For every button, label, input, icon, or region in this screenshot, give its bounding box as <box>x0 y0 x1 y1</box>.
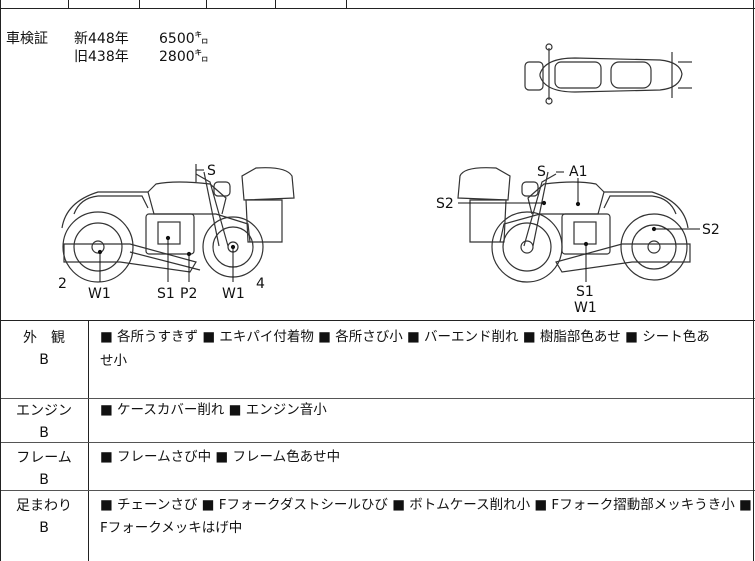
callout-lines <box>97 169 700 282</box>
grade-label: B <box>39 520 49 536</box>
callout-right-a1: A1 <box>569 164 588 180</box>
callout-left-p2: P2 <box>180 286 198 302</box>
sheet-border <box>753 0 754 561</box>
callout-right-s2-right: S2 <box>702 222 720 238</box>
callout-right-s1: S1 <box>576 284 594 300</box>
row-divider <box>0 8 755 9</box>
remarks-line: ■ フレームさび中 ■ フレーム色あせ中 <box>100 449 341 465</box>
registration-old-value: 2800㌔ <box>159 49 209 65</box>
category-label: 外 観 <box>23 330 65 346</box>
callout-left-4: 4 <box>256 276 265 292</box>
header-divider <box>68 0 69 8</box>
header-divider <box>275 0 276 8</box>
row-divider <box>0 490 755 491</box>
registration-label: 車検証 <box>6 31 48 47</box>
registration-new-era: 新448年 <box>74 31 129 47</box>
header-divider <box>346 0 347 8</box>
callout-right-w1: W1 <box>574 300 597 316</box>
grade-label: B <box>39 352 49 368</box>
registration-old-era: 旧438年 <box>74 49 129 65</box>
registration-new-value: 6500㌔ <box>159 31 209 47</box>
category-label: フレーム <box>16 450 72 466</box>
callout-left-w1b: W1 <box>222 286 245 302</box>
callout-left-s1: S1 <box>157 286 175 302</box>
category-label: 足まわり <box>16 498 72 514</box>
callout-left-2: 2 <box>58 276 67 292</box>
right-side-motorcycle-icon <box>457 167 691 283</box>
callout-right-s2-left: S2 <box>436 196 454 212</box>
header-divider <box>139 0 140 8</box>
header-divider <box>206 0 207 8</box>
remarks-line: ■ ケースカバー削れ ■ エンジン音小 <box>100 402 327 418</box>
remarks-line: ■ 各所うすきず ■ エキパイ付着物 ■ 各所さび小 ■ バーエンド削れ ■ 樹… <box>100 329 710 345</box>
remarks-line: Fフォークメッキはげ中 <box>100 520 243 536</box>
top-view-motorcycle-icon <box>524 43 692 105</box>
remarks-line: せ小 <box>100 353 127 369</box>
sheet-border <box>0 0 1 561</box>
row-divider <box>0 442 755 443</box>
grade-label: B <box>39 472 49 488</box>
callout-left-s: S <box>207 163 216 179</box>
callout-right-s: S <box>537 164 546 180</box>
row-divider <box>0 320 755 321</box>
left-side-motorcycle-icon <box>61 164 295 283</box>
category-label: エンジン <box>16 403 72 419</box>
grade-label: B <box>39 425 49 441</box>
row-divider <box>0 398 755 399</box>
callout-left-w1a: W1 <box>88 286 111 302</box>
category-column-divider <box>88 321 89 561</box>
remarks-line: ■ チェーンさび ■ Fフォークダストシールひび ■ ボトムケース削れ小 ■ F… <box>100 497 752 513</box>
